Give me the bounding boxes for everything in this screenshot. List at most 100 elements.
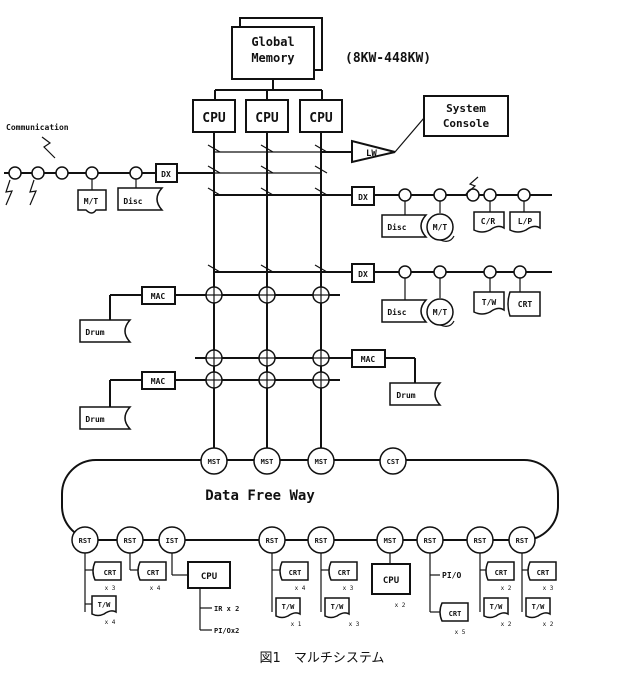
svg-text:x 2: x 2	[543, 621, 554, 628]
rst-7-terminals: CRT x 3 T/W x 2	[521, 553, 557, 628]
lightning-icon	[29, 179, 37, 206]
svg-text:Disc: Disc	[387, 307, 406, 317]
rst-5-terminals: PI/O CRT x 5	[429, 553, 469, 636]
rst-2-terminals: CRT x 4	[129, 553, 167, 592]
svg-text:x 1: x 1	[291, 621, 302, 628]
ir-label: IR x 2	[214, 605, 239, 613]
svg-text:DX: DX	[358, 270, 368, 279]
communication-lightning	[41, 136, 56, 159]
svg-text:RST: RST	[124, 537, 137, 545]
rst-6-terminals: CRT x 2 T/W x 2	[479, 553, 515, 628]
svg-text:x 2: x 2	[501, 621, 512, 628]
svg-text:T/W: T/W	[490, 603, 503, 611]
crt-2	[507, 291, 541, 317]
rst-5: RST	[416, 526, 444, 554]
svg-text:L/P: L/P	[518, 217, 533, 226]
rst-3: RST	[258, 526, 286, 554]
svg-text:Disc: Disc	[123, 196, 142, 206]
svg-text:Drum: Drum	[396, 391, 415, 400]
svg-text:x 4: x 4	[295, 585, 306, 592]
svg-text:M/T: M/T	[433, 223, 448, 232]
system-console-line1: System	[446, 102, 486, 115]
svg-text:x 3: x 3	[543, 585, 554, 592]
svg-text:CPU: CPU	[383, 576, 399, 586]
tw-2	[473, 291, 505, 315]
disc-left	[117, 187, 164, 211]
cpu-1-label: CPU	[202, 111, 226, 126]
svg-text:T/W: T/W	[282, 603, 295, 611]
global-memory: Global Memory	[231, 17, 323, 80]
rst-2: RST	[116, 526, 144, 554]
mst-2: MST	[253, 447, 281, 475]
communication-label: Communication	[6, 122, 69, 132]
svg-text:RST: RST	[424, 537, 437, 545]
svg-text:MAC: MAC	[361, 355, 376, 364]
svg-text:CRT: CRT	[537, 569, 550, 577]
rst-4-terminals: CRT x 3 T/W x 3	[320, 553, 360, 628]
svg-text:CRT: CRT	[518, 300, 533, 309]
crossbar-row-1: MAC Drum	[79, 286, 340, 343]
svg-text:x 3: x 3	[105, 585, 116, 592]
lw-label: LW	[366, 149, 377, 159]
svg-text:DX: DX	[161, 170, 171, 179]
svg-text:MST: MST	[261, 458, 274, 466]
svg-text:Drum: Drum	[85, 415, 104, 424]
rst-4: RST	[307, 526, 335, 554]
svg-text:CRT: CRT	[495, 569, 508, 577]
rst-6: RST	[466, 526, 494, 554]
svg-text:RST: RST	[474, 537, 487, 545]
comm-bus: DX M/T Disc	[4, 163, 321, 214]
svg-text:MST: MST	[208, 458, 221, 466]
svg-text:T/W: T/W	[98, 601, 111, 609]
rst-1-terminals: CRT x 3 T/W x 4	[84, 553, 122, 626]
cst: CST	[379, 447, 407, 475]
crossbar-marks	[207, 144, 328, 273]
mt-left	[77, 189, 107, 214]
global-memory-line1: Global	[251, 35, 294, 49]
svg-text:x 4: x 4	[105, 619, 116, 626]
svg-text:x 3: x 3	[343, 585, 354, 592]
svg-text:T/W: T/W	[482, 298, 497, 307]
mst-1: MST	[200, 447, 228, 475]
dx-bus-2: DX Disc M/T T/W CRT	[214, 263, 552, 327]
lightning-icon	[465, 176, 479, 195]
svg-text:CRT: CRT	[147, 569, 160, 577]
svg-text:CRT: CRT	[289, 569, 302, 577]
cpu-3-label: CPU	[309, 111, 333, 126]
svg-text:RST: RST	[516, 537, 529, 545]
crossbar-row-3: MAC Drum	[79, 371, 340, 430]
cpu-1: CPU	[192, 99, 236, 133]
rst-3-terminals: CRT x 4 T/W x 1	[271, 553, 309, 628]
mst-3: MST	[307, 447, 335, 475]
rst-1: RST	[71, 526, 99, 554]
svg-text:DX: DX	[358, 193, 368, 202]
svg-text:CRT: CRT	[104, 569, 117, 577]
svg-text:IST: IST	[166, 537, 179, 545]
memory-size: (8KW-448KW)	[345, 51, 431, 66]
svg-text:x 2: x 2	[395, 602, 406, 609]
drum-2	[79, 406, 132, 430]
svg-text:RST: RST	[79, 537, 92, 545]
system-console-line2: Console	[443, 117, 490, 130]
mst-4-cpu: CPU x 2	[371, 553, 411, 609]
svg-text:MST: MST	[315, 458, 328, 466]
drum-1	[79, 319, 132, 343]
lp-1	[509, 211, 541, 233]
pio-label: PI/Ox2	[214, 627, 239, 635]
data-free-way-label: Data Free Way	[205, 488, 315, 504]
svg-text:CST: CST	[387, 458, 400, 466]
svg-text:RST: RST	[266, 537, 279, 545]
svg-text:MAC: MAC	[151, 377, 166, 386]
bottom-stations: RST RST IST RST RST MST RST RST RST	[71, 526, 536, 554]
lightning-icon	[5, 179, 13, 206]
svg-text:T/W: T/W	[532, 603, 545, 611]
dx-bus-1: DX Disc M/T C/R L/P	[214, 176, 552, 242]
svg-text:Disc: Disc	[387, 222, 406, 232]
svg-text:C/R: C/R	[481, 217, 496, 226]
svg-text:T/W: T/W	[331, 603, 344, 611]
svg-text:x 2: x 2	[501, 585, 512, 592]
disc-1	[381, 214, 428, 238]
svg-text:x 3: x 3	[349, 621, 360, 628]
svg-text:MST: MST	[384, 537, 397, 545]
